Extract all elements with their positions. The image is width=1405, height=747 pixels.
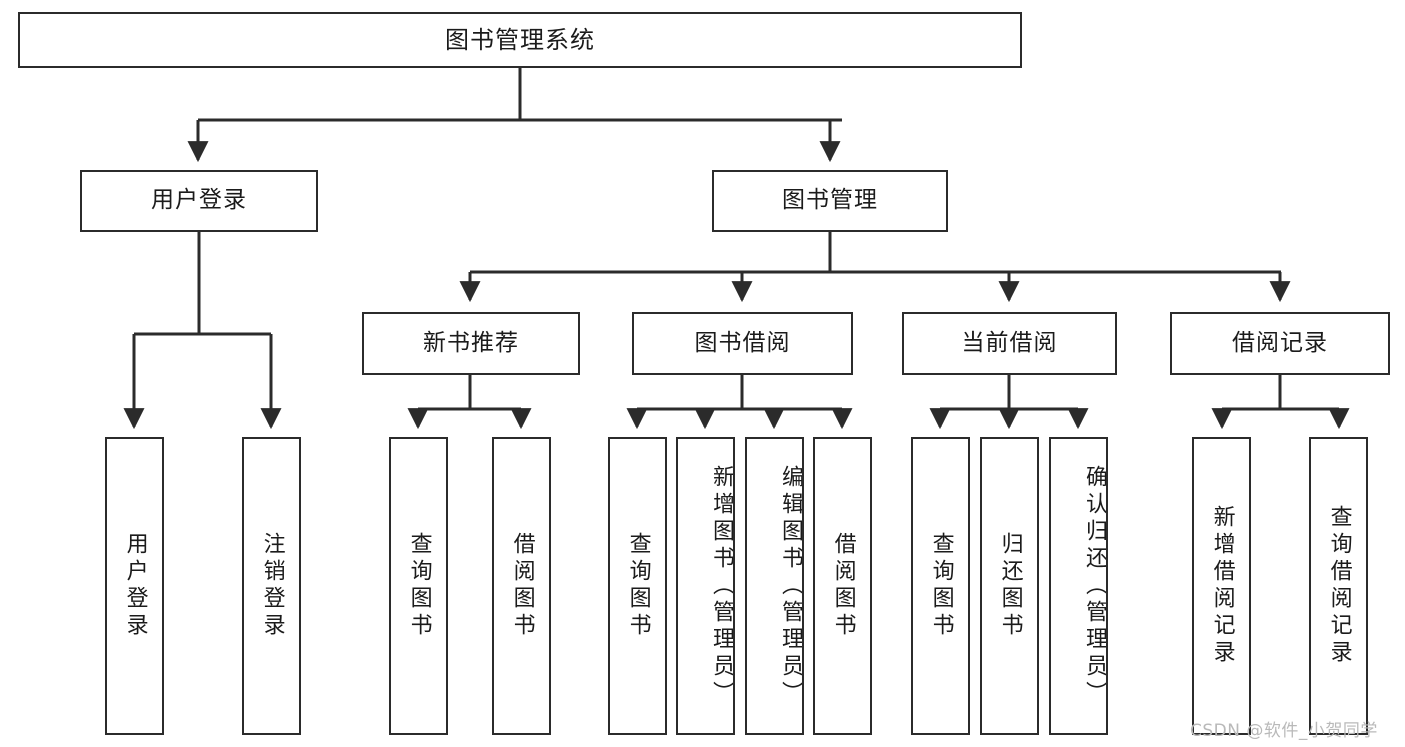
node-leaf-return-book[interactable]: 归还图书 xyxy=(980,437,1039,735)
node-leaf-add-book-admin[interactable]: 新增图书（管理员） xyxy=(676,437,735,735)
node-leaf-user-login[interactable]: 用户登录 xyxy=(105,437,164,735)
csdn-watermark: CSDN @软件_小贺同学 xyxy=(1190,721,1378,741)
node-leaf-edit-book-admin[interactable]: 编辑图书（管理员） xyxy=(745,437,804,735)
node-book-management[interactable]: 图书管理 xyxy=(712,170,948,232)
node-leaf-query-book-borrow[interactable]: 查询图书 xyxy=(608,437,667,735)
node-leaf-add-borrow-record[interactable]: 新增借阅记录 xyxy=(1192,437,1251,735)
node-leaf-borrow-book-recommend[interactable]: 借阅图书 xyxy=(492,437,551,735)
node-borrow-record[interactable]: 借阅记录 xyxy=(1170,312,1390,375)
node-root-book-management-system[interactable]: 图书管理系统 xyxy=(18,12,1022,68)
node-leaf-confirm-return-admin[interactable]: 确认归还（管理员） xyxy=(1049,437,1108,735)
node-leaf-user-logout[interactable]: 注销登录 xyxy=(242,437,301,735)
node-leaf-borrow-book-borrow[interactable]: 借阅图书 xyxy=(813,437,872,735)
node-user-login[interactable]: 用户登录 xyxy=(80,170,318,232)
node-leaf-query-borrow-record[interactable]: 查询借阅记录 xyxy=(1309,437,1368,735)
node-leaf-query-book-recommend[interactable]: 查询图书 xyxy=(389,437,448,735)
node-new-book-recommend[interactable]: 新书推荐 xyxy=(362,312,580,375)
node-leaf-query-book-current[interactable]: 查询图书 xyxy=(911,437,970,735)
node-book-borrow[interactable]: 图书借阅 xyxy=(632,312,853,375)
node-current-borrow[interactable]: 当前借阅 xyxy=(902,312,1117,375)
